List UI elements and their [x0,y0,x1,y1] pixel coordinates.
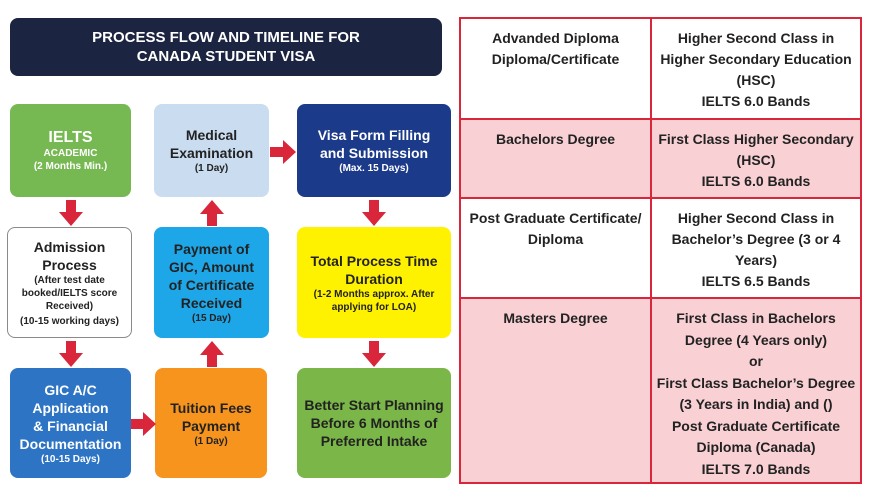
cell-text: Higher Second Class in [677,210,835,226]
planning-box: Better Start Planning Before 6 Months of… [297,368,451,478]
arrow-down-icon [59,200,83,226]
cell-text: IELTS 6.0 Bands [701,93,811,109]
ielts-sub: ACADEMIC [43,148,98,159]
cell-text: Advanded Diploma [492,30,619,46]
cell-text: Bachelor’s Degree (3 or 4 [671,231,841,247]
eligibility-cell: First Class in Bachelors Degree (4 Years… [652,299,860,482]
arrow-right-icon [131,412,156,436]
arrow-up-icon [200,341,224,367]
course-cell: Masters Degree [461,299,652,482]
cell-text: Higher Second Class in [677,30,835,46]
tuition-title-2: Payment [181,417,241,434]
requirements-table: Advanded Diploma Diploma/Certificate Hig… [459,17,862,484]
total-title-2: Duration [345,270,403,287]
total-note-2: applying for LOA) [331,301,417,313]
cell-text: IELTS 7.0 Bands [701,460,811,477]
gic-payment-box: Payment of GIC, Amount of Certificate Re… [154,227,269,338]
ielts-box: IELTS ACADEMIC (2 Months Min.) [10,104,131,197]
cell-text: IELTS 6.0 Bands [701,173,811,189]
gic-app-title-2: Application [32,399,109,416]
cell-text: Diploma [527,231,584,247]
gic-pay-title-4: Received [180,295,243,311]
title-line-1: PROCESS FLOW AND TIMELINE FOR [92,29,360,46]
arrow-right-icon [270,140,296,164]
cell-text: Post Graduate Certificate/ [469,210,642,226]
cell-text: Diploma/Certificate [491,51,620,67]
tuition-title-1: Tuition Fees [170,399,252,416]
planning-title-1: Better Start Planning [304,397,444,413]
admission-note-1: (After test date [34,274,105,286]
arrow-down-icon [59,341,83,367]
cell-text: First Class Bachelor’s Degree [656,374,856,391]
tuition-note: (1 Day) [194,435,228,447]
tuition-box: Tuition Fees Payment (1 Day) [155,368,267,478]
gic-app-title-3: & Financial [33,417,108,434]
admission-note-2: booked/IELTS score [21,287,118,299]
medical-title-2: Examination [169,145,254,161]
cell-text: Higher Secondary Education [660,51,852,67]
cell-text: (HSC) [736,72,776,88]
table-row: Masters Degree First Class in Bachelors … [461,299,860,482]
arrow-up-icon [200,200,224,226]
medical-box: Medical Examination (1 Day) [154,104,269,197]
gic-pay-title-2: GIC, Amount [168,259,255,275]
admission-note-3: Received) [45,300,94,312]
cell-text: First Class Higher Secondary [658,131,854,147]
gic-pay-title-3: of Certificate [168,277,255,293]
gic-application-box: GIC A/C Application & Financial Document… [10,368,131,478]
visa-box: Visa Form Filling and Submission (Max. 1… [297,104,451,197]
course-cell: Advanded Diploma Diploma/Certificate [461,19,652,118]
total-duration-box: Total Process Time Duration (1-2 Months … [297,227,451,338]
cell-text: Masters Degree [503,310,608,326]
arrow-down-icon [362,200,386,226]
total-title-1: Total Process Time [310,252,438,269]
planning-title-2: Before 6 Months of [310,415,438,431]
table-row: Bachelors Degree First Class Higher Seco… [461,120,860,199]
cell-text: Degree (4 Years only) [684,331,828,348]
table-row: Post Graduate Certificate/ Diploma Highe… [461,199,860,299]
ielts-note: (2 Months Min.) [33,161,108,172]
admission-note-4: (10-15 working days) [20,315,119,327]
cell-text: or [749,353,763,369]
admission-box: Admission Process (After test date booke… [7,227,132,338]
admission-title-1: Admission [33,238,106,255]
gic-app-title-1: GIC A/C [44,381,97,398]
medical-note: (1 Day) [194,163,229,174]
ielts-title: IELTS [48,129,93,146]
title-line-2: CANADA STUDENT VISA [136,48,316,65]
cell-text: Bachelors Degree [495,131,616,147]
diagram-title: PROCESS FLOW AND TIMELINE FOR CANADA STU… [10,18,442,76]
cell-text: IELTS 6.5 Bands [701,273,811,289]
course-cell: Bachelors Degree [461,120,652,197]
gic-pay-note: (15 Day) [192,313,231,324]
eligibility-cell: First Class Higher Secondary (HSC) IELTS… [652,120,860,197]
visa-title-1: Visa Form Filling [317,127,431,143]
cell-text: (3 Years in India) and () [679,396,833,412]
planning-title-3: Preferred Intake [320,433,428,449]
eligibility-cell: Higher Second Class in Bachelor’s Degree… [652,199,860,297]
medical-title-1: Medical [185,127,238,143]
gic-app-note: (10-15 Days) [41,453,100,465]
course-cell: Post Graduate Certificate/ Diploma [461,199,652,297]
arrow-down-icon [362,341,386,367]
gic-app-title-4: Documentation [19,435,122,452]
gic-pay-title-1: Payment of [173,241,250,257]
cell-text: (HSC) [736,152,776,168]
table-row: Advanded Diploma Diploma/Certificate Hig… [461,19,860,120]
total-note-1: (1-2 Months approx. After [313,288,435,300]
cell-text: Years) [734,252,778,268]
admission-title-2: Process [42,256,97,273]
cell-text: First Class in Bachelors [676,310,836,326]
visa-note: (Max. 15 Days) [339,163,409,174]
visa-title-2: and Submission [319,145,429,161]
eligibility-cell: Higher Second Class in Higher Secondary … [652,19,860,118]
cell-text: Post Graduate Certificate [671,417,841,434]
cell-text: Diploma (Canada) [696,439,816,455]
